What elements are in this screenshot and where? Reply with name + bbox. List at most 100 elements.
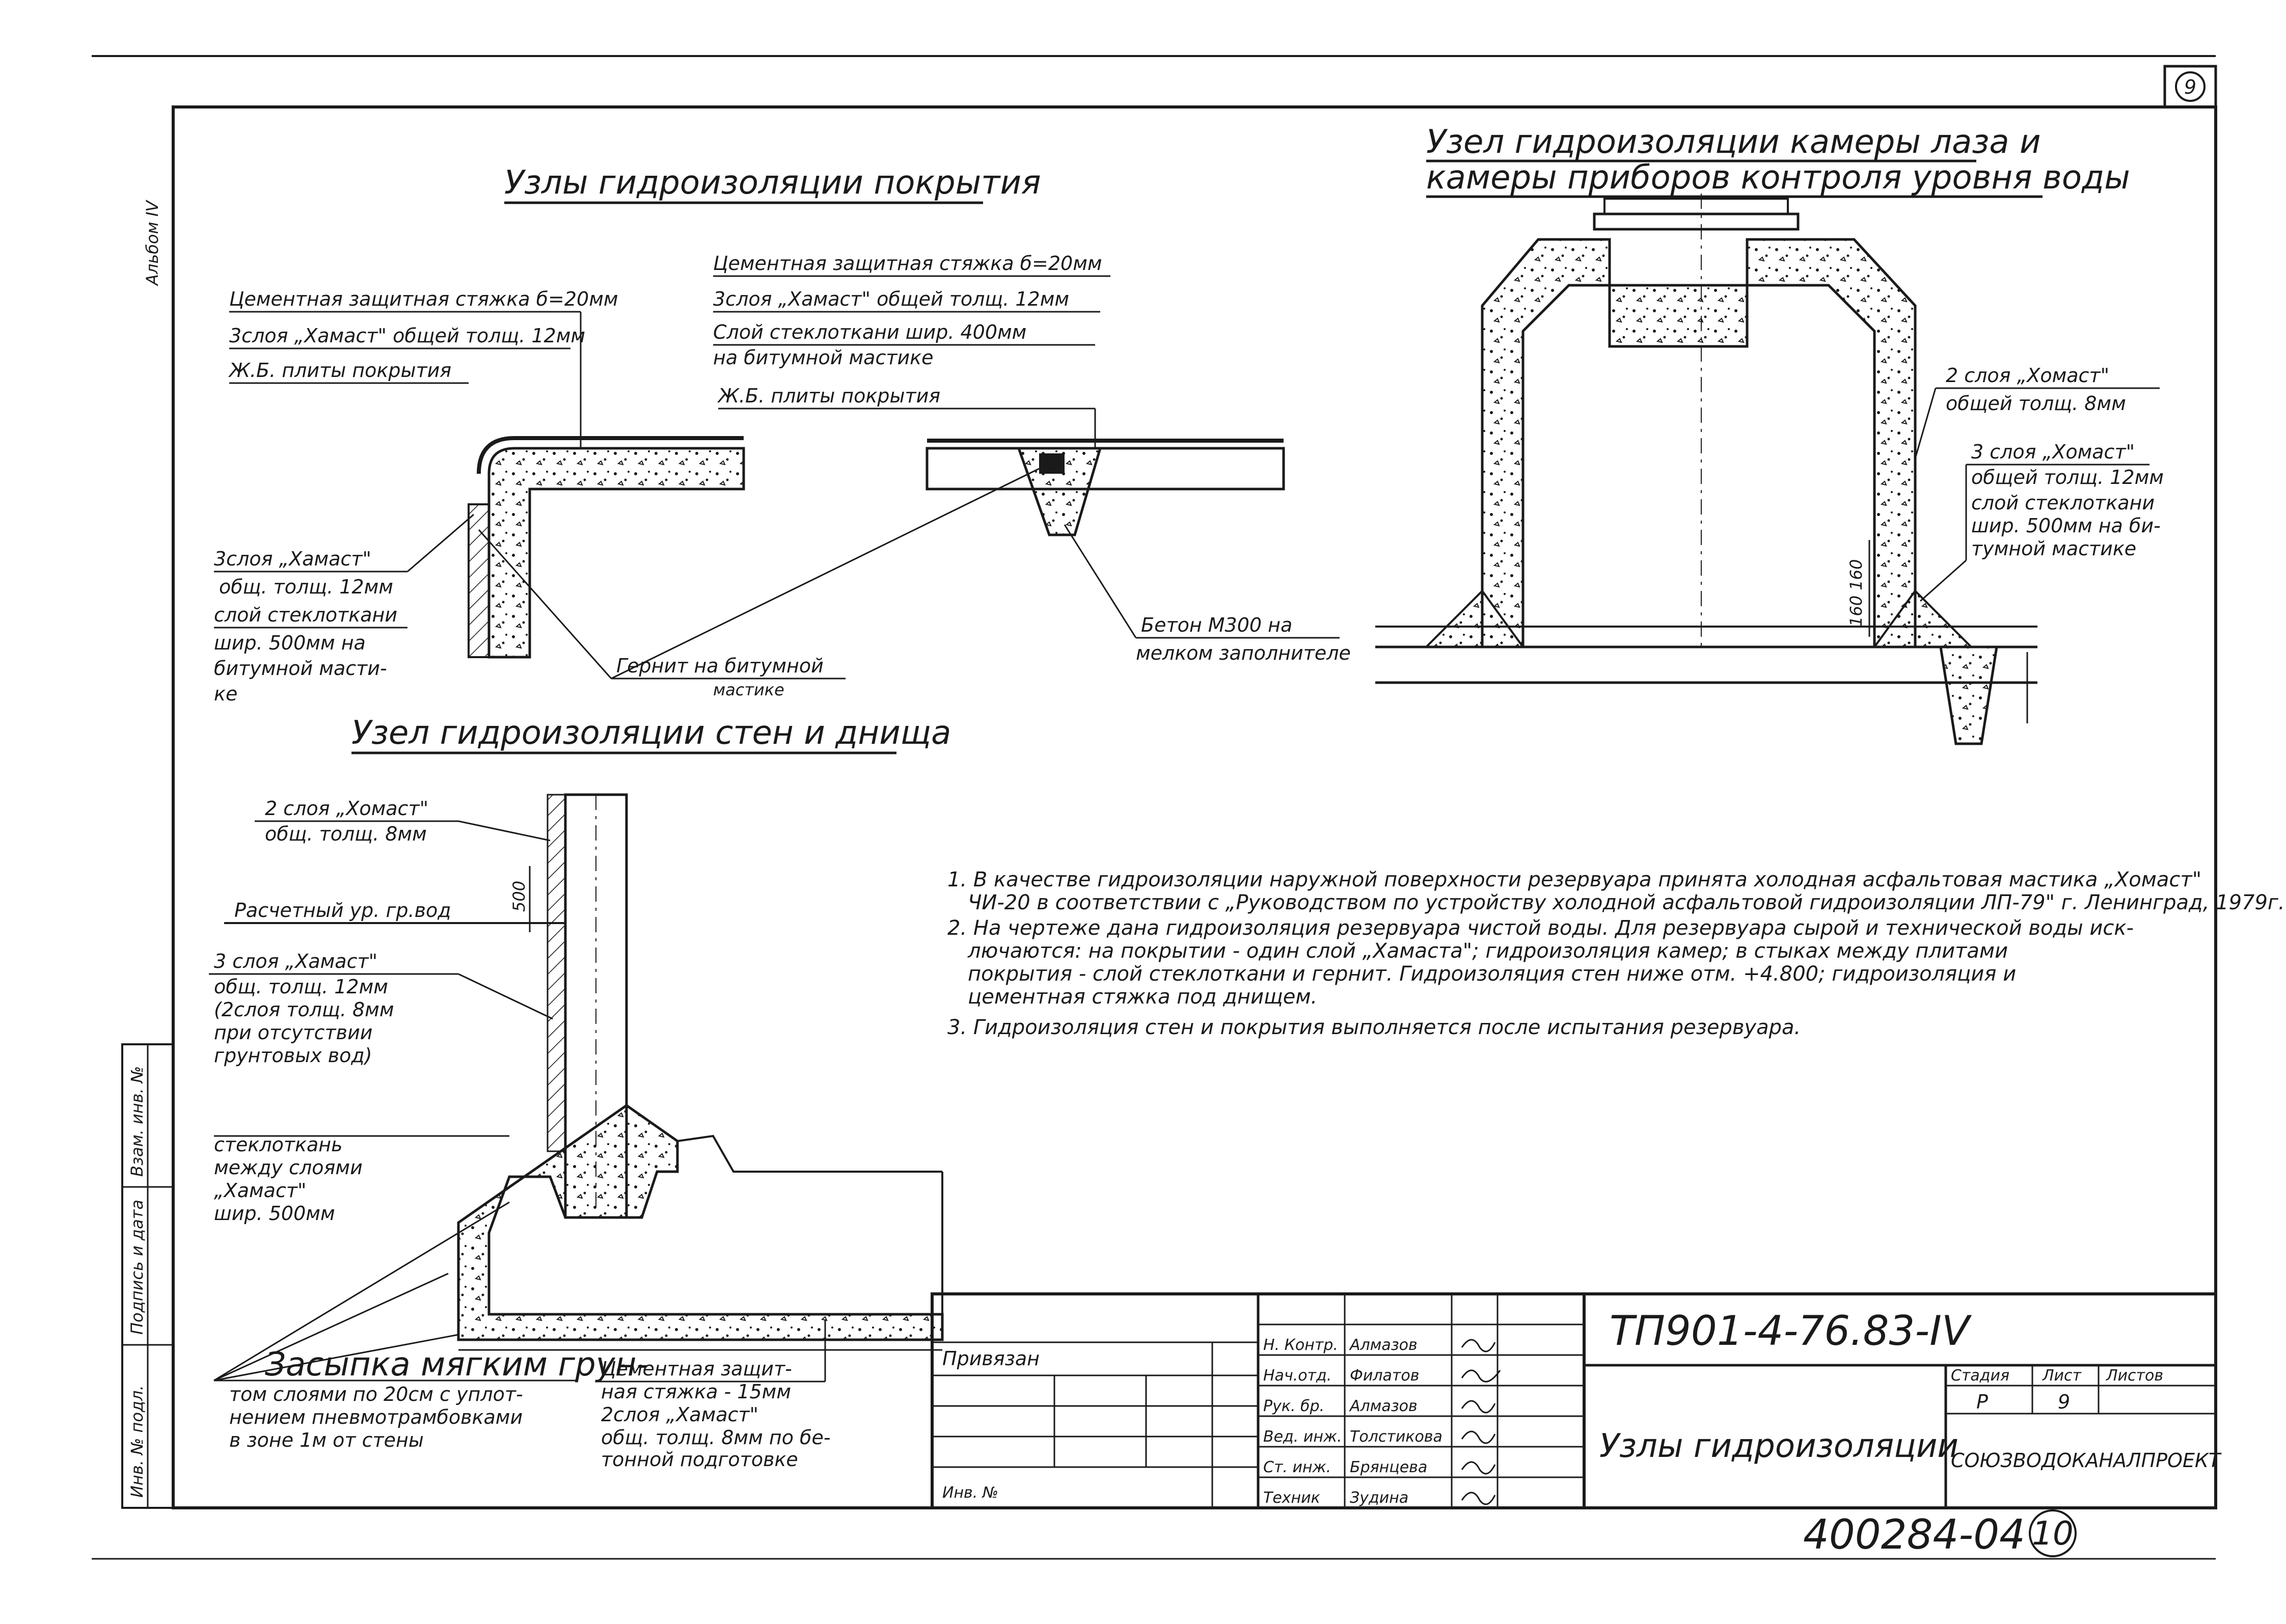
svg-text:„Хамаст": „Хамаст" [214, 1179, 306, 1202]
sheets-header: Листов [2106, 1367, 2163, 1385]
roles-list: Н. Контр. Алмазов Нач.отд. Филатов Рук. … [1263, 1336, 1443, 1507]
svg-text:Узлы гидроизоляции покрытия: Узлы гидроизоляции покрытия [504, 164, 1041, 202]
svg-text:шир. 500мм на: шир. 500мм на [214, 632, 366, 654]
notes: 1. В качестве гидроизоляции наружной пов… [947, 868, 2285, 1039]
svg-text:Алмазов: Алмазов [1349, 1336, 1418, 1354]
svg-text:10: 10 [2032, 1515, 2073, 1553]
svg-text:мелком заполнителе: мелком заполнителе [1136, 642, 1351, 664]
svg-text:Засыпка мягким грун-: Засыпка мягким грун- [265, 1346, 648, 1384]
svg-text:Филатов: Филатов [1350, 1367, 1419, 1385]
svg-text:ЧИ-20 в соответствии с „Руково: ЧИ-20 в соответствии с „Руководством по … [968, 891, 2285, 914]
svg-text:камеры приборов контроля уровн: камеры приборов контроля уровня воды [1426, 159, 2130, 197]
svg-text:Цементная защитная стяжка б=20: Цементная защитная стяжка б=20мм [229, 288, 618, 310]
left-strip: Инв. № подл. Подпись и дата Взам. инв. № [121, 1043, 174, 1509]
svg-text:Ж.Б. плиты покрытия: Ж.Б. плиты покрытия [228, 359, 451, 382]
svg-text:Узел гидроизоляции камеры лаза: Узел гидроизоляции камеры лаза и [1426, 123, 2041, 161]
svg-text:3 слоя „Хомаст": 3 слоя „Хомаст" [1971, 441, 2135, 463]
svg-text:мастике: мастике [713, 680, 784, 699]
svg-text:Узел гидроизоляции стен и днищ: Узел гидроизоляции стен и днища [351, 714, 951, 752]
svg-text:Техник: Техник [1263, 1489, 1320, 1507]
svg-text:3слоя „Хамаст" общей толщ. 12м: 3слоя „Хамаст" общей толщ. 12мм [229, 324, 585, 347]
side-label: Альбом IV [143, 200, 162, 286]
svg-text:битумной масти-: битумной масти- [214, 657, 387, 680]
svg-text:слой стеклоткани: слой стеклоткани [1971, 492, 2155, 514]
svg-text:2 слоя „Хомаст": 2 слоя „Хомаст" [265, 797, 428, 820]
svg-text:нением пневмотрамбовками: нением пневмотрамбовками [229, 1406, 523, 1428]
svg-text:Бетон М300 на: Бетон М300 на [1141, 614, 1292, 636]
chamber-right-labels: 2 слоя „Хомаст" общей толщ. 8мм 3 слоя „… [1914, 364, 2164, 602]
svg-text:тумной мастике: тумной мастике [1971, 537, 2136, 560]
svg-text:Рук. бр.: Рук. бр. [1263, 1397, 1324, 1415]
svg-text:ная стяжка - 15мм: ная стяжка - 15мм [601, 1381, 791, 1403]
svg-text:Подпись и дата: Подпись и дата [127, 1200, 147, 1335]
roof-corner-detail [468, 436, 745, 659]
svg-text:1. В качестве гидроизоляции на: 1. В качестве гидроизоляции наружной пов… [947, 868, 2201, 891]
svg-text:между слоями: между слоями [214, 1156, 363, 1179]
svg-text:3слоя „Хамаст": 3слоя „Хамаст" [214, 548, 371, 570]
drawing-code: ТП901-4-76.83-IV [1610, 1307, 1972, 1355]
roof-left-labels: Цементная защитная стяжка б=20мм 3слоя „… [228, 288, 618, 448]
svg-text:общ. толщ. 8мм: общ. толщ. 8мм [265, 823, 427, 845]
roof-joint-detail [926, 439, 1285, 536]
svg-text:том слоями по 20см с уплот-: том слоями по 20см с уплот- [229, 1383, 523, 1405]
beton-label: Бетон М300 на мелком заполнителе [1064, 524, 1351, 664]
svg-text:на битумной мастике: на битумной мастике [713, 346, 934, 369]
svg-text:шир. 500мм на би-: шир. 500мм на би- [1971, 515, 2161, 537]
svg-text:Алмазов: Алмазов [1349, 1397, 1418, 1415]
svg-text:Гернит на битумной: Гернит на битумной [616, 655, 824, 677]
title-block [931, 1292, 2217, 1509]
svg-text:лючаются: на покрытии - один с: лючаются: на покрытии - один слой „Хамас… [967, 939, 2008, 963]
svg-text:2слоя „Хамаст": 2слоя „Хамаст" [601, 1403, 758, 1426]
svg-text:Н. Контр.: Н. Контр. [1263, 1336, 1338, 1354]
svg-text:3слоя „Хамаст" общей толщ. 12м: 3слоя „Хамаст" общей толщ. 12мм [713, 288, 1069, 310]
wall-drawing: 500 [457, 793, 944, 1351]
svg-text:тонной подготовке: тонной подготовке [601, 1448, 798, 1471]
svg-text:общ. толщ. 12мм: общ. толщ. 12мм [219, 576, 393, 598]
inv-label: Инв. № [942, 1484, 998, 1502]
wall-labels: 2 слоя „Хомаст" общ. толщ. 8мм Расчетный… [209, 797, 831, 1471]
svg-text:шир. 500мм: шир. 500мм [214, 1202, 335, 1225]
svg-text:в зоне 1м от стены: в зоне 1м от стены [229, 1429, 424, 1451]
svg-text:ке: ке [214, 683, 237, 705]
chamber-dim: 160 160 [1846, 559, 1866, 627]
svg-text:Зудина: Зудина [1350, 1489, 1408, 1507]
svg-text:общей толщ. 12мм: общей толщ. 12мм [1971, 466, 2164, 489]
svg-text:Ст. инж.: Ст. инж. [1263, 1458, 1331, 1476]
org-name: СОЮЗВОДОКАНАЛПРОЕКТ [1951, 1449, 2222, 1472]
svg-text:Толстикова: Толстикова [1350, 1428, 1443, 1446]
svg-text:общ. толщ. 8мм по бе-: общ. толщ. 8мм по бе- [601, 1426, 831, 1449]
svg-text:9: 9 [2184, 76, 2196, 98]
wall-dim: 500 [509, 881, 529, 912]
svg-text:Слой стеклоткани шир. 400мм: Слой стеклоткани шир. 400мм [713, 321, 1026, 343]
svg-text:общ. толщ. 12мм: общ. толщ. 12мм [214, 976, 388, 998]
svg-text:2 слоя „Хомаст": 2 слоя „Хомаст" [1946, 364, 2109, 387]
svg-text:стеклоткань: стеклоткань [214, 1133, 343, 1156]
roof-title: Узлы гидроизоляции покрытия [504, 164, 1041, 204]
roof-corner-labels: 3слоя „Хамаст" общ. толщ. 12мм слой стек… [214, 513, 474, 705]
svg-text:Расчетный ур. гр.вод: Расчетный ур. гр.вод [234, 899, 451, 922]
svg-text:слой стеклоткани: слой стеклоткани [214, 604, 397, 626]
svg-text:грунтовых вод): грунтовых вод) [214, 1044, 372, 1067]
svg-text:Инв. № подл.: Инв. № подл. [127, 1385, 147, 1498]
drawing-title: Узлы гидроизоляции [1599, 1427, 1958, 1465]
sheet-number-top: 9 [2175, 71, 2206, 102]
svg-text:3 слоя „Хамаст": 3 слоя „Хамаст" [214, 950, 377, 972]
svg-text:покрытия - слой стеклоткани и: покрытия - слой стеклоткани и гернит. Ги… [968, 962, 2016, 986]
svg-text:Ж.Б. плиты покрытия: Ж.Б. плиты покрытия [717, 385, 940, 407]
chamber-title: Узел гидроизоляции камеры лаза и камеры … [1426, 123, 2130, 198]
bottom-number: 400284-04 [1803, 1511, 2025, 1558]
bottom-circle: 10 [2029, 1509, 2077, 1557]
svg-text:при отсутствии: при отсутствии [214, 1021, 372, 1044]
signatures [1461, 1339, 1501, 1505]
svg-text:Взам. инв. №: Взам. инв. № [127, 1066, 147, 1177]
privyazan-label: Привязан [942, 1347, 1040, 1370]
svg-text:Вед. инж.: Вед. инж. [1263, 1428, 1342, 1446]
svg-text:Брянцева: Брянцева [1350, 1458, 1427, 1476]
sheet-header: Лист [2042, 1367, 2082, 1385]
chamber-drawing: 160 160 [1375, 194, 2037, 745]
sheet-value: 9 [2058, 1391, 2070, 1413]
svg-text:общей толщ. 8мм: общей толщ. 8мм [1946, 392, 2126, 415]
svg-text:2. На чертеже дана гидроизоляц: 2. На чертеже дана гидроизоляция резерву… [947, 916, 2134, 940]
svg-text:Цементная защит-: Цементная защит- [601, 1358, 792, 1380]
